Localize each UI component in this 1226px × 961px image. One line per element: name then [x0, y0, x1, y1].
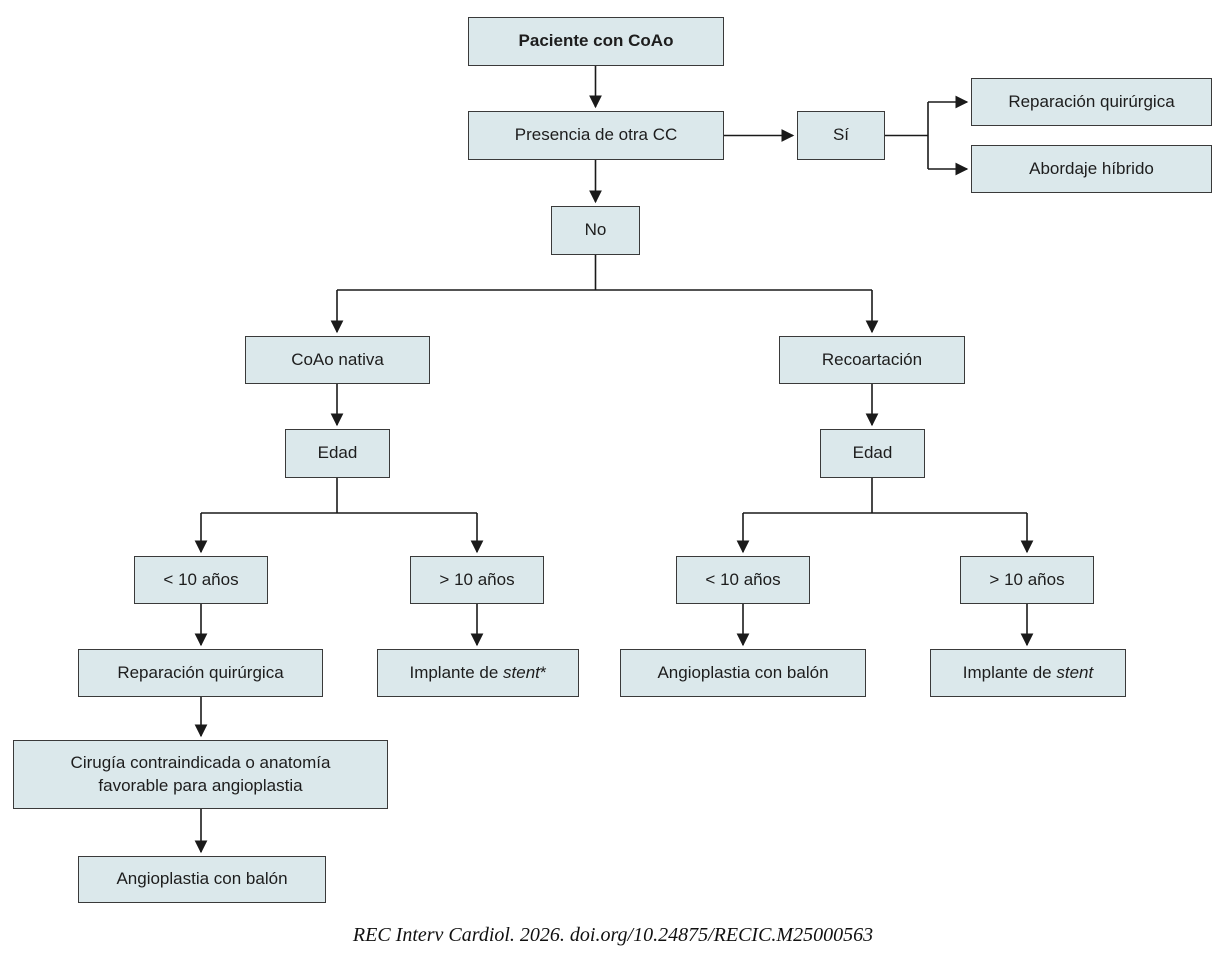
node-abordaje-hibrido: Abordaje híbrido: [971, 145, 1212, 193]
node-recoartacion: Recoartación: [779, 336, 965, 384]
node-paciente-con-coao: Paciente con CoAo: [468, 17, 724, 66]
node-no: No: [551, 206, 640, 255]
node-si: Sí: [797, 111, 885, 160]
node-edad-left: Edad: [285, 429, 390, 478]
citation: REC Interv Cardiol. 2026. doi.org/10.248…: [352, 924, 874, 946]
node-angioplastia-con-balon-right: Angioplastia con balón: [620, 649, 866, 697]
node-reparacion-quirurgica-left: Reparación quirúrgica: [78, 649, 323, 697]
node-mayor-10-anos-right: > 10 años: [960, 556, 1094, 604]
node-cirugia-contraindicada: Cirugía contraindicada o anatomía favora…: [13, 740, 388, 809]
node-label: Implante de stent*: [409, 662, 547, 682]
node-label-line2: favorable para angioplastia: [98, 775, 303, 795]
node-implante-de-stent-asterisco: Implante de stent*: [377, 649, 579, 697]
node-presencia-de-otra-cc: Presencia de otra CC: [468, 111, 724, 160]
node-mayor-10-anos-left: > 10 años: [410, 556, 544, 604]
node-menor-10-anos-right: < 10 años: [676, 556, 810, 604]
node-angioplastia-con-balon-bottom: Angioplastia con balón: [78, 856, 326, 903]
node-label-line1: Cirugía contraindicada o anatomía: [70, 753, 331, 773]
node-implante-de-stent: Implante de stent: [930, 649, 1126, 697]
node-reparacion-quirurgica-top: Reparación quirúrgica: [971, 78, 1212, 126]
node-menor-10-anos-left: < 10 años: [134, 556, 268, 604]
node-coao-nativa: CoAo nativa: [245, 336, 430, 384]
node-edad-right: Edad: [820, 429, 925, 478]
node-label: Implante de stent: [962, 662, 1094, 682]
